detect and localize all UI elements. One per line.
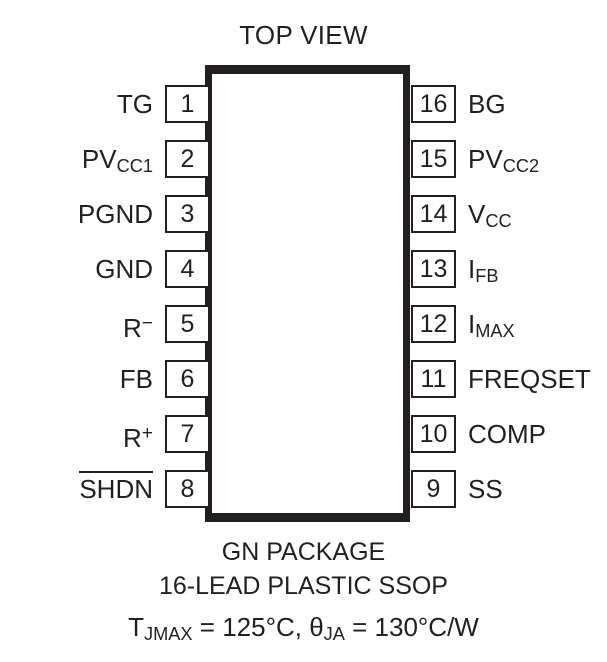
pin-number-14[interactable]: 14 [411,195,456,233]
pin-label-IFB: IFB [468,254,499,286]
pin-row: 2 PVCC1 [0,140,210,178]
pin-number-7[interactable]: 7 [165,415,210,453]
pin-label-superscript: − [141,313,153,334]
pin-row: 14 VCC [405,195,607,233]
pin-row: 6 FB [0,360,210,398]
pin-label-subscript: CC1 [116,156,153,176]
pin-label-BG: BG [468,89,506,119]
pin-row: 11 FREQSET [405,360,607,398]
pin-label-IMAX: IMAX [468,309,515,341]
pin-number-6[interactable]: 6 [165,360,210,398]
pin-label-R: R+ [122,423,153,454]
pin-row: 12 IMAX [405,305,607,343]
pin-row: 9 SS [405,470,607,508]
active-low-overline: SHDN [79,471,153,504]
pin-number-13[interactable]: 13 [411,250,456,288]
pin-label-VCC: VCC [468,199,512,231]
pin-row: 3 PGND [0,195,210,233]
pin-number-2[interactable]: 2 [165,140,210,178]
pin-number-3[interactable]: 3 [165,195,210,233]
pin-row: 16 BG [405,85,607,123]
pin-row: 13 IFB [405,250,607,288]
pin-row: 7 R+ [0,415,210,453]
page-title: TOP VIEW [239,20,368,50]
pin-label-subscript: CC2 [502,156,540,176]
pin-number-5[interactable]: 5 [165,305,210,343]
pin-row: 1 TG [0,85,210,123]
pin-row: 15 PVCC2 [405,140,607,178]
pin-number-4[interactable]: 4 [165,250,210,288]
pin-number-1[interactable]: 1 [165,85,210,123]
pin-number-16[interactable]: 16 [411,85,456,123]
pin-label-SHDN: SHDN [79,470,153,508]
pin-label-superscript: + [141,423,153,444]
pin-label-PVCC1: PVCC1 [81,144,153,176]
package-body-outline [205,65,410,522]
pin-number-8[interactable]: 8 [165,470,210,508]
pin-row: 10 COMP [405,415,607,453]
lead-description-caption: 16-LEAD PLASTIC SSOP [158,572,448,600]
pin-label-PVCC2: PVCC2 [468,144,540,176]
pin-number-12[interactable]: 12 [411,305,456,343]
pin-number-10[interactable]: 10 [411,415,456,453]
pin-label-PGND: PGND [77,199,153,229]
pin-row: 4 GND [0,250,210,288]
pin-label-subscript: MAX [475,321,515,341]
pin-label-FB: FB [119,364,153,394]
pin-label-R: R− [122,313,153,344]
pin-label-FREQSET: FREQSET [468,364,591,394]
thermal-spec-caption: TJMAX = 125°C, θJA = 130°C/W [128,612,479,644]
pin-label-COMP: COMP [468,419,546,449]
pin-number-15[interactable]: 15 [411,140,456,178]
pin-label-subscript: CC [485,211,512,231]
pin-row: 5 R− [0,305,210,343]
pin-number-9[interactable]: 9 [411,470,456,508]
pin-label-subscript: FB [475,266,499,286]
pin-label-GND: GND [95,254,153,284]
pin-row: 8 SHDN [0,470,210,508]
theta-ja-subscript: JA [323,624,345,644]
pin-label-SS: SS [468,474,503,504]
package-name-caption: GN PACKAGE [221,538,386,566]
tjmax-subscript: JMAX [144,624,193,644]
pin-number-11[interactable]: 11 [411,360,456,398]
pin-label-TG: TG [116,89,153,119]
